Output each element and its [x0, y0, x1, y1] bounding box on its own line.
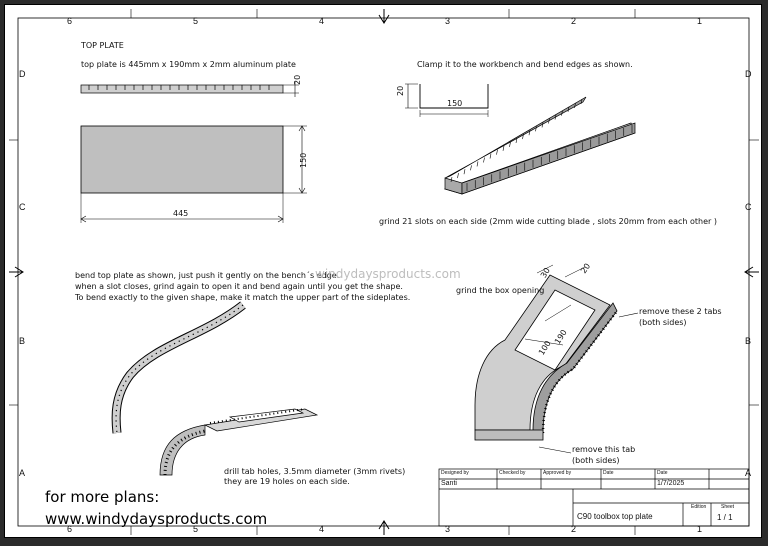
designed-by-label: Designed by — [441, 470, 469, 476]
zone-letter-right: C — [745, 202, 752, 212]
grind-slots-note: grind 21 slots on each side (2mm wide cu… — [379, 217, 717, 226]
centering-marks — [9, 9, 759, 535]
zone-letter-left: B — [19, 336, 26, 346]
zone-letter-left: A — [19, 468, 26, 478]
dimension-plate-height: 150 — [299, 152, 308, 168]
dimension-side-height: 20 — [293, 74, 302, 85]
remove-tab-note-line1: remove this tab — [572, 445, 636, 454]
zone-number-bottom: 6 — [67, 524, 73, 534]
bend-note-line2: when a slot closes, grind again to open … — [75, 282, 403, 291]
designed-by-value: Santi — [441, 480, 457, 487]
zone-number-bottom: 4 — [319, 524, 325, 534]
approved-by-label: Approved by — [543, 470, 572, 476]
remove-tabs-note-line2: (both sides) — [639, 318, 687, 327]
zone-number-top: 5 — [193, 16, 199, 26]
watermark: windydaysproducts.com — [315, 267, 461, 281]
bent-strip-view — [111, 301, 246, 434]
drawing-title: C90 toolbox top plate — [577, 512, 653, 521]
remove-tabs-note-line1: remove these 2 tabs — [639, 307, 722, 316]
sheet-value: 1 / 1 — [717, 513, 733, 522]
zone-letter-right: D — [745, 69, 752, 79]
zone-number-top: 4 — [319, 16, 325, 26]
checked-by-label: Checked by — [499, 470, 526, 476]
u-profile-view — [405, 83, 489, 117]
dimension-plate-width: 445 — [173, 209, 189, 218]
zone-number-top: 3 — [445, 16, 451, 26]
drawing-sheet: 6 5 4 3 2 1 6 5 4 3 2 1 D C B A D C B A … — [4, 4, 762, 538]
bend-note-line3: To bend exactly to the given shape, make… — [75, 293, 411, 302]
date-value: 1/7/2025 — [657, 480, 685, 487]
edition-label: Edition — [691, 504, 707, 510]
plate-edge-view — [80, 81, 299, 97]
zone-number-top: 1 — [697, 16, 703, 26]
box-opening-view — [474, 264, 618, 441]
zone-number-bottom: 2 — [571, 524, 577, 534]
zone-letter-left: C — [19, 202, 26, 212]
plate-flat-view — [80, 125, 307, 223]
dimension-profile-width: 150 — [447, 99, 463, 108]
clamp-note: Clamp it to the workbench and bend edges… — [417, 60, 633, 69]
zone-letter-left: D — [19, 69, 26, 79]
plate-spec-note: top plate is 445mm x 190mm x 2mm aluminu… — [81, 60, 296, 69]
zone-letter-right: A — [745, 468, 752, 478]
drill-note-line2: they are 19 holes on each side. — [224, 477, 350, 486]
title-block-lines — [438, 468, 750, 527]
promo-url[interactable]: www.windydaysproducts.com — [45, 510, 268, 528]
zone-number-top: 2 — [571, 16, 577, 26]
date2-label: Date — [657, 470, 668, 476]
zone-number-top: 6 — [67, 16, 73, 26]
bend-note-line1: bend top plate as shown, just push it ge… — [75, 271, 340, 280]
zone-letter-right: B — [745, 336, 752, 346]
bent-plate-iso — [443, 96, 636, 195]
date-label: Date — [603, 470, 614, 476]
assembly-detail-view — [159, 408, 319, 476]
promo-block: for more plans: www.windydaysproducts.co… — [45, 486, 267, 530]
zone-number-bottom: 5 — [193, 524, 199, 534]
drill-note-line1: drill tab holes, 3.5mm diameter (3mm riv… — [224, 467, 406, 476]
zone-number-bottom: 3 — [445, 524, 451, 534]
grind-box-note: grind the box opening — [456, 286, 545, 295]
technical-drawing — [9, 9, 759, 535]
leader-lines — [538, 312, 639, 454]
zone-number-bottom: 1 — [697, 524, 703, 534]
sheet-label: Sheet — [721, 504, 735, 510]
remove-tab-note-line2: (both sides) — [572, 456, 620, 465]
drawing-heading: TOP PLATE — [81, 41, 124, 50]
dimension-profile-height: 20 — [396, 85, 405, 96]
promo-line1: for more plans: — [45, 488, 160, 506]
